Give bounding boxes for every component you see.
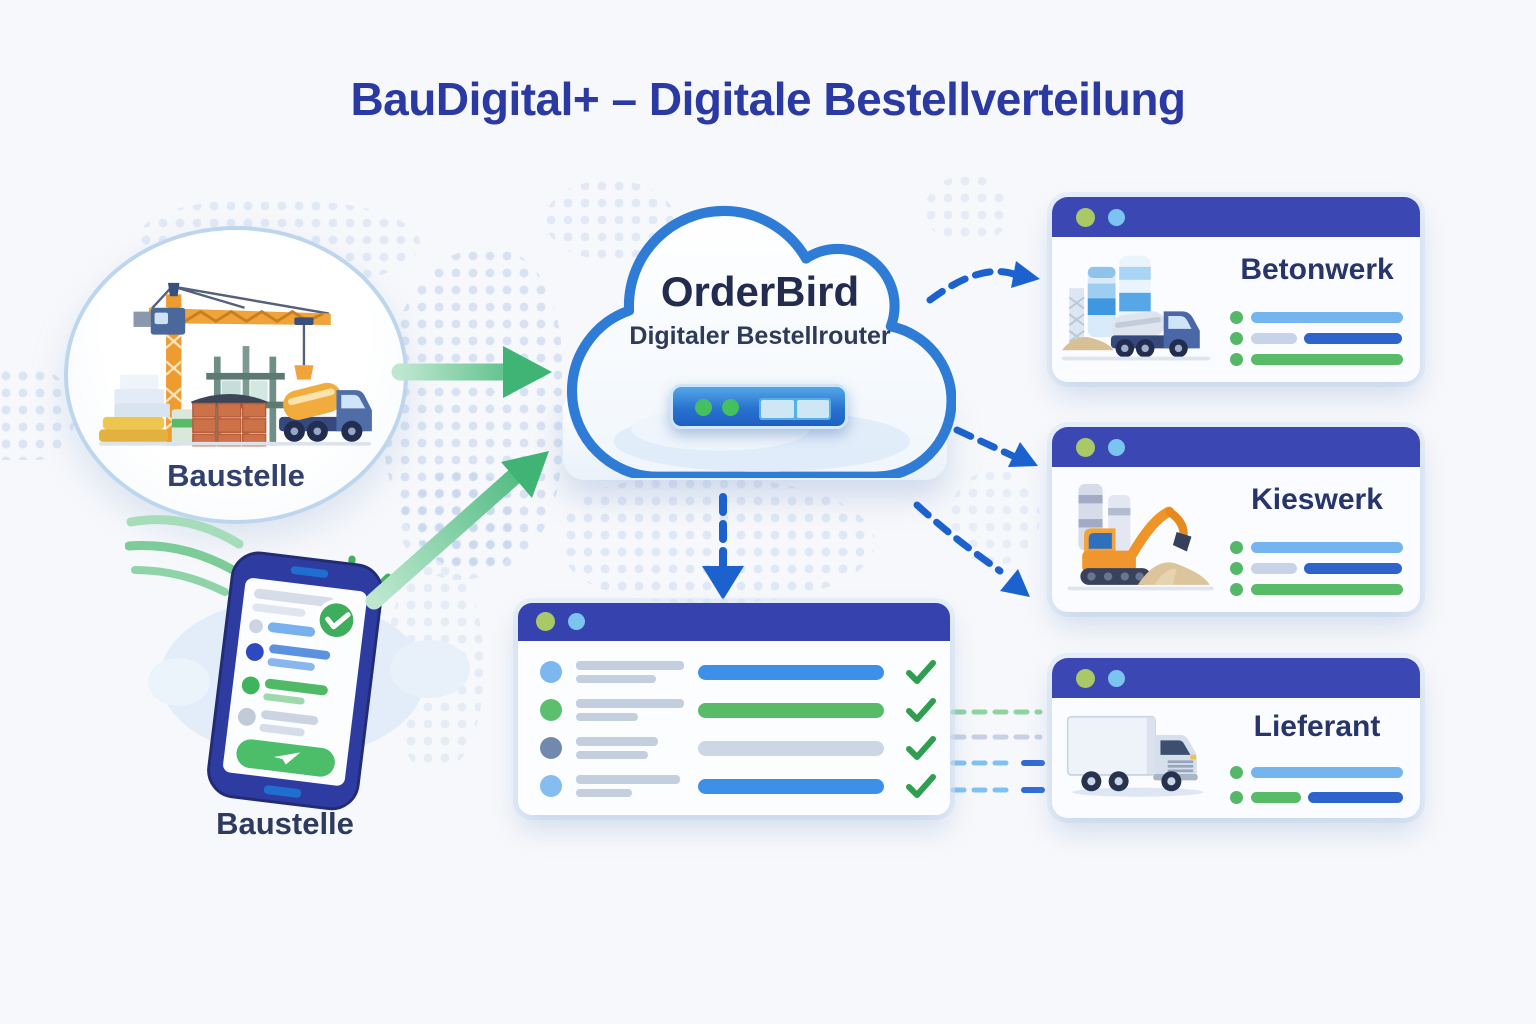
halftone-dots [950, 470, 1040, 565]
window-dot-green-icon [1076, 208, 1095, 227]
arrowhead-icon [1000, 569, 1030, 597]
card-title: Kieswerk [1251, 483, 1383, 516]
supplier-card-lieferant: Lieferant [1052, 658, 1420, 818]
window-titlebar [1052, 427, 1420, 467]
delivery-truck-icon [1066, 715, 1204, 797]
construction-site-label: Baustelle [167, 458, 305, 493]
check-icon [906, 660, 936, 684]
transfer-dashes [950, 709, 1045, 793]
halftone-dots [565, 478, 875, 603]
concrete-plant-icon [1061, 255, 1210, 361]
smartphone-icon [207, 551, 384, 811]
card-title: Lieferant [1253, 710, 1381, 743]
page-title: BauDigital+ – Digitale Bestellverteilung [350, 73, 1186, 125]
supplier-card-betonwerk: Betonwerk [1052, 197, 1420, 382]
order-row [540, 733, 936, 763]
phone-cloud-background [148, 658, 210, 706]
router-name: OrderBird [660, 268, 860, 315]
card-title: Betonwerk [1240, 253, 1394, 286]
order-lines [1230, 760, 1410, 810]
arrowhead-icon [702, 566, 744, 600]
green-arrow-site-to-router [391, 346, 552, 398]
window-dot-green-icon [536, 612, 555, 631]
phone-node [187, 542, 405, 823]
construction-site-icon [99, 282, 372, 447]
status-led-icon [722, 399, 739, 416]
construction-site-node: Baustelle [64, 226, 408, 524]
arrowhead-icon [1011, 261, 1040, 288]
order-row [540, 657, 936, 687]
supplier-card-kieswerk: Kieswerk [1052, 427, 1420, 612]
window-dot-blue-icon [1108, 439, 1125, 456]
arrowhead-icon [1008, 442, 1038, 467]
halftone-dots [400, 470, 520, 580]
status-led-icon [695, 399, 712, 416]
window-dot-blue-icon [568, 613, 585, 630]
check-icon [906, 736, 936, 760]
gravel-plant-icon [1067, 483, 1214, 591]
phone-label: Baustelle [216, 806, 354, 841]
window-dot-blue-icon [1108, 670, 1125, 687]
order-row [540, 771, 936, 801]
window-dot-green-icon [1076, 438, 1095, 457]
window-dot-blue-icon [1108, 209, 1125, 226]
phone-cloud-background [390, 640, 470, 698]
halftone-dots [382, 250, 562, 570]
router-subtitle: Digitaler Bestellrouter [629, 322, 891, 350]
window-titlebar [1052, 197, 1420, 237]
window-titlebar [518, 603, 950, 641]
order-row [540, 695, 936, 725]
check-icon [906, 698, 936, 722]
router-device [670, 384, 848, 429]
device-display-icon [759, 398, 831, 420]
window-dot-green-icon [1076, 669, 1095, 688]
order-list-window [518, 603, 950, 815]
window-titlebar [1052, 658, 1420, 698]
dashed-arrow-to-lieferant [913, 501, 1004, 575]
dashed-arrow-to-kieswerk [953, 426, 1017, 460]
signal-swoosh-icon [125, 515, 244, 596]
order-lines [1230, 307, 1410, 370]
order-lines [1230, 537, 1410, 600]
check-icon [906, 774, 936, 798]
